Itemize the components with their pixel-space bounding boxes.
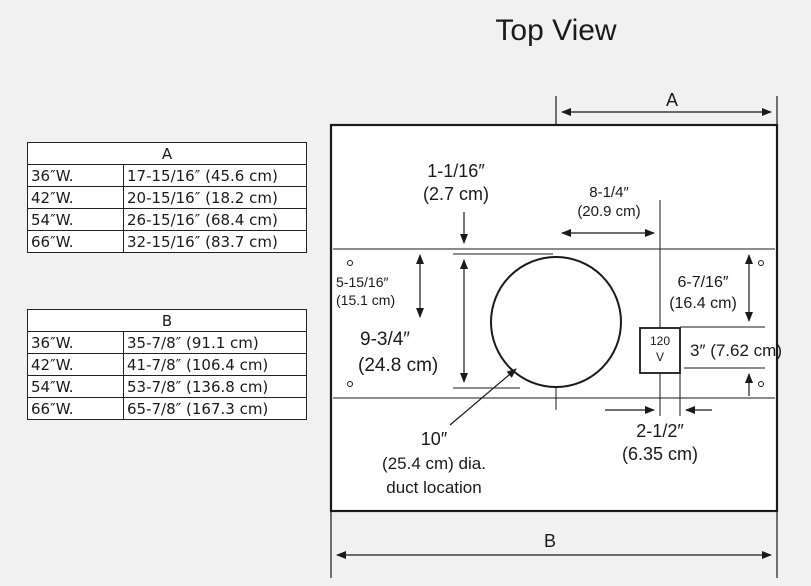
table-cell-width: 66″W.	[27, 397, 124, 420]
outlet-offset-label: 8-1/4″	[589, 184, 629, 201]
mounting-holes	[347, 260, 764, 387]
left-offset-cm-label: (15.1 cm)	[336, 292, 395, 308]
table-cell-width: 54″W.	[27, 208, 124, 231]
table-row: 42″W.20-15/16″ (18.2 cm)	[27, 186, 307, 209]
dimension-a-label: A	[666, 90, 678, 110]
table-row: 66″W.65-7/8″ (167.3 cm)	[27, 397, 307, 420]
table-cell-width: 42″W.	[27, 186, 124, 209]
table-row: 36″W.35-7/8″ (91.1 cm)	[27, 331, 307, 354]
top-offset-cm-label: (2.7 cm)	[423, 184, 489, 204]
dimension-b	[330, 512, 778, 578]
outlet-box	[639, 327, 681, 374]
outlet-label-v: V	[656, 350, 664, 364]
outlet-height-label: 3″ (7.62 cm)	[690, 341, 782, 360]
table-cell-width: 42″W.	[27, 353, 124, 376]
left-offset-label: 5-15/16″	[336, 274, 388, 290]
duct-height-cm-label: (24.8 cm)	[358, 355, 438, 376]
table-cell-width: 54″W.	[27, 375, 124, 398]
dimension-a-table: A 36″W.17-15/16″ (45.6 cm) 42″W.20-15/16…	[27, 142, 307, 253]
table-cell-width: 36″W.	[27, 164, 124, 187]
outlet-width-cm-label: (6.35 cm)	[622, 444, 698, 464]
duct-location-label: duct location	[386, 478, 481, 497]
outlet-offset-cm-label: (20.9 cm)	[577, 203, 640, 220]
right-offset-label: 6-7/16″	[677, 274, 728, 291]
dimension-b-label: B	[544, 531, 556, 551]
table-cell-value: 53-7/8″ (136.8 cm)	[123, 375, 307, 398]
duct-dia-cm-label: (25.4 cm) dia.	[382, 454, 486, 473]
outlet-label-120: 120	[650, 334, 670, 348]
table-cell-value: 41-7/8″ (106.4 cm)	[123, 353, 307, 376]
table-cell-value: 32-15/16″ (83.7 cm)	[123, 230, 307, 253]
table-row: 42″W.41-7/8″ (106.4 cm)	[27, 353, 307, 376]
table-cell-value: 20-15/16″ (18.2 cm)	[123, 186, 307, 209]
right-offset-cm-label: (16.4 cm)	[669, 295, 737, 312]
table-cell-width: 36″W.	[27, 331, 124, 354]
outlet-width-label: 2-1/2″	[636, 421, 684, 441]
table-row: 36″W.17-15/16″ (45.6 cm)	[27, 164, 307, 187]
table-cell-value: 65-7/8″ (167.3 cm)	[123, 397, 307, 420]
top-offset-label: 1-1/16″	[427, 161, 485, 181]
table-row: 54″W.26-15/16″ (68.4 cm)	[27, 208, 307, 231]
dimension-b-table: B 36″W.35-7/8″ (91.1 cm) 42″W.41-7/8″ (1…	[27, 309, 307, 420]
table-cell-value: 17-15/16″ (45.6 cm)	[123, 164, 307, 187]
duct-height-label: 9-3/4″	[360, 329, 410, 350]
diagram-title: Top View	[495, 14, 617, 47]
duct-circle	[490, 256, 622, 388]
table-cell-value: 35-7/8″ (91.1 cm)	[123, 331, 307, 354]
table-b-header: B	[27, 309, 307, 332]
table-row: 66″W.32-15/16″ (83.7 cm)	[27, 230, 307, 253]
table-cell-value: 26-15/16″ (68.4 cm)	[123, 208, 307, 231]
table-cell-width: 66″W.	[27, 230, 124, 253]
duct-dia-label: 10″	[421, 429, 448, 449]
table-row: 54″W.53-7/8″ (136.8 cm)	[27, 375, 307, 398]
table-a-header: A	[27, 142, 307, 165]
dimension-arrows	[416, 212, 753, 426]
